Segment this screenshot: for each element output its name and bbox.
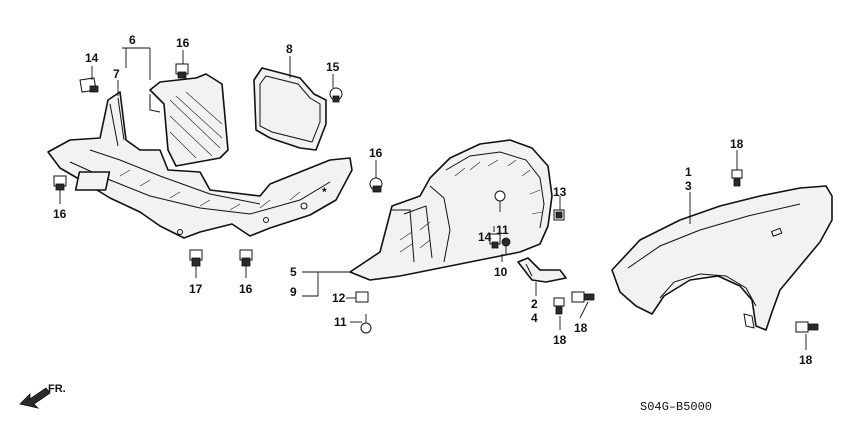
bolt-18-right[interactable] — [795, 321, 819, 333]
callout-18-left: 18 — [553, 333, 567, 347]
leader-lines — [59, 47, 807, 350]
callout-11-upper: 11 — [496, 223, 509, 237]
fender-bracket[interactable] — [517, 257, 567, 283]
callout-16-top: 16 — [176, 36, 190, 50]
callout-14-middle: 14 — [478, 230, 492, 244]
callout-10: 10 — [494, 265, 508, 279]
clip-14-middle[interactable] — [489, 233, 501, 249]
clip-16-top[interactable] — [175, 63, 189, 79]
callout-18-mid: 18 — [574, 321, 588, 335]
callout-16-bottom: 16 — [239, 282, 253, 296]
clip-17[interactable] — [189, 249, 203, 267]
callout-4: 4 — [531, 311, 538, 325]
screw-11-lower[interactable] — [360, 314, 372, 334]
clip-16-middle[interactable] — [369, 177, 383, 193]
callout-9: 9 — [290, 285, 297, 299]
clip-15[interactable] — [329, 87, 343, 103]
callout-5: 5 — [290, 265, 297, 279]
bolt-18-mid[interactable] — [571, 291, 595, 303]
callout-15: 15 — [326, 60, 340, 74]
nut-13[interactable] — [553, 209, 565, 221]
front-arrow-label: FR. — [48, 383, 66, 395]
diagram-part-code: S04G–B5000 — [640, 400, 712, 414]
callout-13: 13 — [553, 185, 567, 199]
callout-12: 12 — [332, 291, 346, 305]
callout-8: 8 — [286, 42, 293, 56]
clip-16-left[interactable] — [53, 175, 67, 191]
callout-1: 1 — [685, 165, 692, 179]
callout-11-lower: 11 — [334, 315, 347, 329]
clip-14-left[interactable] — [79, 77, 99, 93]
callout-2: 2 — [531, 297, 538, 311]
bolt-18-top[interactable] — [731, 169, 743, 187]
splash-shield-upper[interactable] — [149, 73, 229, 167]
clip-16-bottom[interactable] — [239, 249, 253, 267]
bolt-18-left[interactable] — [553, 297, 565, 315]
bolt-10[interactable] — [501, 237, 511, 254]
front-fender[interactable] — [611, 185, 833, 331]
callout-16-middle: 16 — [369, 146, 383, 160]
inner-fender-liner[interactable] — [349, 139, 553, 281]
callout-18-top: 18 — [730, 137, 744, 151]
screw-11-upper[interactable] — [494, 190, 506, 212]
asterisk-mark: * — [322, 185, 327, 199]
callout-16-left: 16 — [53, 207, 67, 221]
callout-14-left: 14 — [85, 51, 99, 65]
cover-panel[interactable] — [253, 67, 327, 151]
callout-3: 3 — [685, 179, 692, 193]
callout-17: 17 — [189, 282, 203, 296]
callout-7: 7 — [113, 67, 120, 81]
engine-under-cover[interactable]: * — [47, 91, 353, 239]
callout-18-right: 18 — [799, 353, 813, 367]
callout-6: 6 — [129, 33, 136, 47]
clip-12[interactable] — [355, 291, 369, 303]
front-direction-arrow-icon — [19, 387, 51, 409]
